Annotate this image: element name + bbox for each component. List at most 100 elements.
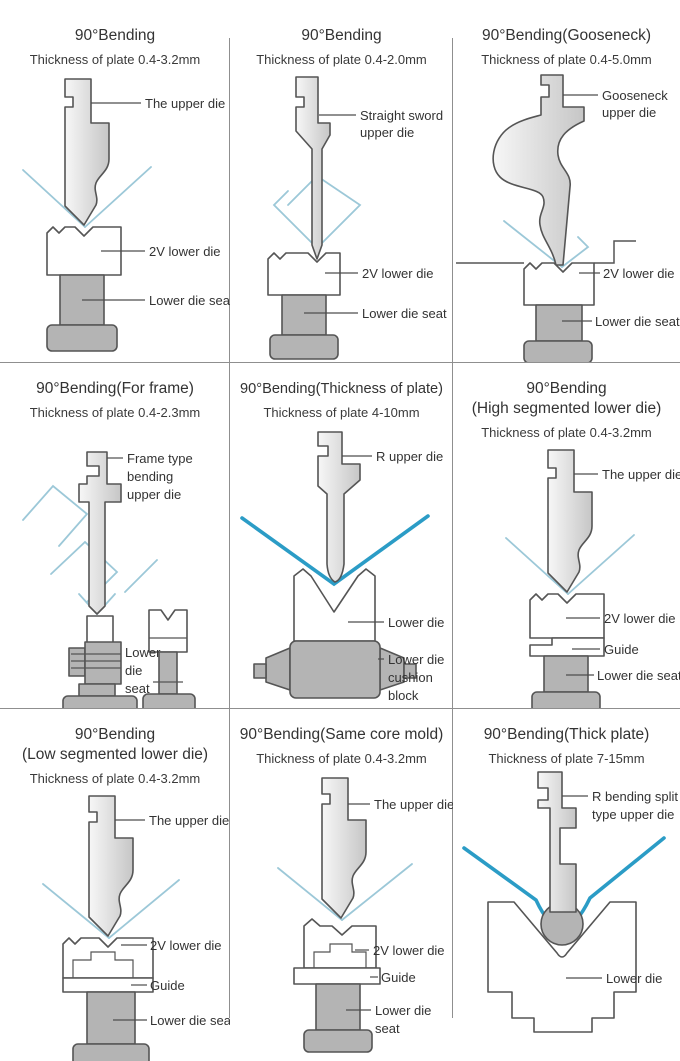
upper-die-shape: [77, 451, 122, 615]
panel-subtitle: Thickness of plate 0.4-3.2mm: [256, 751, 427, 766]
workpiece-step-line: [594, 240, 636, 264]
panel-gooseneck: 90°Bending(Gooseneck) Thickness of plate…: [453, 0, 680, 362]
die-step-line: [313, 943, 367, 968]
lower-die-shape: [61, 937, 154, 979]
cushion-wing-shape: [265, 647, 291, 691]
seat-clamp-shape: [67, 647, 86, 677]
thickness-of-plate-diagram: R upper die Lower die Lower die cushion …: [240, 431, 444, 703]
label-upper-die: upper die: [127, 487, 181, 502]
label-cushion: Lower die: [388, 652, 444, 667]
label-die-seat: Lower die: [375, 1003, 431, 1018]
panel-thick-plate: 90°Bending(Thick plate) Thickness of pla…: [453, 709, 680, 1061]
panel-for-frame: 90°Bending(For frame) Thickness of plate…: [0, 363, 230, 708]
column-divider-1: [229, 38, 230, 1018]
panel-subtitle: Thickness of plate 4-10mm: [263, 405, 420, 420]
label-lower-die: 2V lower die: [373, 943, 445, 958]
same-core-mold-diagram: The upper die 2V lower die Guide Lower d…: [277, 777, 453, 1053]
frame-plate-line: [49, 540, 118, 603]
label-upper-die: bending: [127, 469, 173, 484]
upper-die-shape: [317, 431, 361, 583]
plate-line: [107, 879, 180, 939]
panel-same-core-mold: 90°Bending(Same core mold) Thickness of …: [230, 709, 453, 1061]
low-segmented-diagram: The upper die 2V lower die Guide Lower d…: [41, 795, 230, 1061]
die-seat-base-shape: [45, 324, 118, 352]
die-seat-base-shape: [269, 334, 339, 360]
label-die-seat: seat: [125, 681, 150, 696]
die-step-line: [71, 951, 134, 978]
plate-line: [503, 220, 563, 268]
die-seat-shape: [543, 655, 589, 693]
upper-die-shape: [547, 449, 593, 593]
label-upper-die: upper die: [602, 105, 656, 120]
frame-plate-line: [21, 484, 88, 547]
plate-line: [41, 883, 110, 939]
column-divider-2: [452, 38, 453, 1018]
panel-high-segmented: 90°Bending (High segmented lower die) Th…: [453, 363, 680, 708]
straight-sword-diagram: Straight sword upper die 2V lower die Lo…: [267, 76, 447, 360]
upper-die-shape: [492, 74, 585, 266]
label-die-seat: Lower die seat: [362, 306, 447, 321]
thick-plate-diagram: R bending split type upper die Lower die: [462, 771, 678, 1033]
label-lower-die: 2V lower die: [604, 611, 676, 626]
die-seat-base-shape: [61, 695, 138, 708]
label-upper-die: R upper die: [376, 449, 443, 464]
gooseneck-diagram: Gooseneck upper die 2V lower die Lower d…: [456, 74, 680, 362]
label-upper-die: The upper die: [149, 813, 229, 828]
guide-shape: [529, 637, 605, 657]
plate-line: [561, 236, 590, 268]
plate-line: [505, 537, 569, 595]
label-upper-die: The upper die: [602, 467, 680, 482]
label-upper-die: type upper die: [592, 807, 674, 822]
label-cushion: cushion: [388, 670, 433, 685]
die-seat-shape: [315, 983, 361, 1031]
label-lower-die: 2V lower die: [362, 266, 434, 281]
panel-title: 90°Bending(Thick plate): [483, 726, 650, 743]
guide-shape: [293, 967, 381, 985]
lower-die-shape: [267, 252, 341, 296]
panel-subtitle: Thickness of plate 0.4-3.2mm: [29, 771, 201, 786]
cushion-block-shape: [289, 640, 381, 699]
panel-straight-sword: 90°Bending Thickness of plate 0.4-2.0mm …: [230, 0, 453, 362]
panel-title: 90°Bending(Thickness of plate): [240, 381, 443, 397]
upper-die-shape: [321, 777, 367, 919]
label-lower-die: Lower die: [388, 615, 444, 630]
upper-die-shape: [87, 795, 134, 937]
label-upper-die: The upper die: [374, 797, 453, 812]
panel-title: 90°Bending (Low segmented lower die): [21, 726, 209, 763]
panel-title: 90°Bending: [301, 27, 382, 44]
label-cushion: block: [388, 688, 419, 703]
panel-standard-bending: 90°Bending Thickness of plate 0.4-3.2mm …: [0, 0, 230, 362]
plate-line: [341, 863, 413, 921]
lower-die-shape: [487, 901, 637, 1033]
upper-die-shape: [295, 76, 331, 260]
die-seat-base-shape: [531, 691, 601, 708]
label-lower-die: Lower die: [606, 971, 662, 986]
die-seat-base-shape: [523, 340, 593, 362]
upper-die-shape: [537, 771, 577, 913]
die-seat-shape: [535, 304, 583, 342]
label-lower-die: 2V lower die: [150, 938, 222, 953]
panel-title: 90°Bending(For frame): [36, 380, 194, 397]
standard-bending-diagram: The upper die 2V lower die Lower die sea…: [21, 78, 230, 352]
label-die-seat: Lower die seat: [597, 668, 680, 683]
panel-subtitle: Thickness of plate 0.4-2.0mm: [256, 52, 427, 67]
panel-subtitle: Thickness of plate 0.4-2.3mm: [29, 405, 201, 420]
row-1: 90°Bending Thickness of plate 0.4-3.2mm …: [0, 0, 680, 362]
die-seat-base-shape: [71, 1043, 150, 1061]
plate-line: [567, 534, 635, 595]
die-seat-base-shape: [303, 1029, 373, 1053]
plate-line: [83, 166, 152, 228]
label-upper-die: Gooseneck: [602, 88, 668, 103]
label-die-seat: Lower die seat: [595, 314, 680, 329]
panel-title: 90°Bending (High segmented lower die): [471, 380, 662, 417]
lower-die-shape: [523, 262, 595, 306]
label-upper-die: R bending split: [592, 789, 678, 804]
panel-title: 90°Bending(Gooseneck): [481, 27, 652, 44]
upper-die-shape: [63, 78, 110, 226]
panel-subtitle: Thickness of plate 7-15mm: [488, 751, 645, 766]
die-seat-shape: [85, 991, 136, 1045]
high-segmented-diagram: The upper die 2V lower die Guide Lower d…: [505, 449, 680, 708]
panel-subtitle: Thickness of plate 0.4-5.0mm: [481, 52, 652, 67]
spare-die-stem-shape: [157, 651, 178, 695]
